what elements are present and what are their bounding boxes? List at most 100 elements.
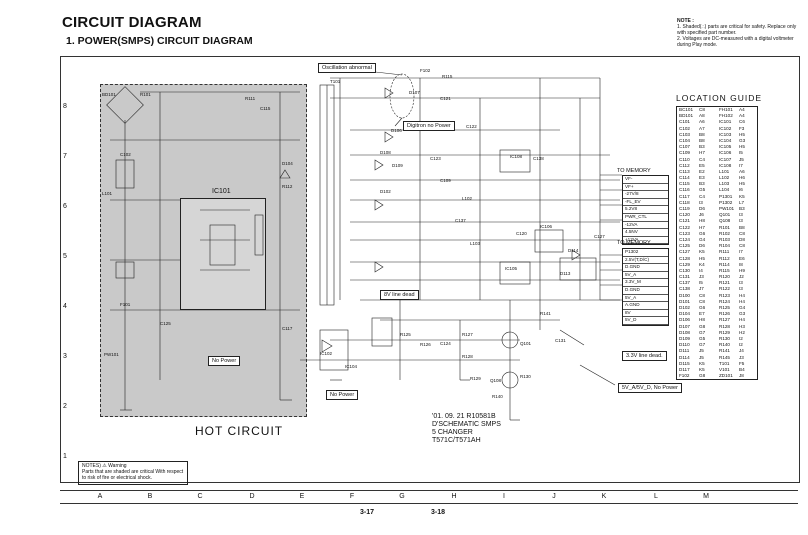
location-guide-cell: BC101: [679, 107, 694, 112]
location-guide-cell: C121: [679, 218, 690, 224]
location-guide-cell: C103: [679, 131, 690, 137]
location-guide-cell: D109: [679, 335, 690, 341]
location-guide-cell: C138: [679, 286, 690, 292]
location-guide-cell: D108: [679, 329, 690, 335]
location-guide-cell: I5: [739, 150, 743, 156]
location-guide-cell: R145: [719, 354, 730, 360]
connector-pin: PWR_CTL: [623, 214, 668, 222]
location-guide-cell: C109: [679, 150, 690, 156]
location-guide-cell: C131: [679, 274, 690, 280]
location-guide-cell: R128: [719, 323, 730, 329]
location-guide-cell: B8: [739, 224, 745, 230]
connector-pin: -FL_EV: [623, 199, 668, 207]
col-label: H: [451, 493, 457, 500]
row-label: 7: [63, 153, 67, 160]
location-guide-cell: I2: [739, 335, 743, 341]
component-label: C120: [516, 231, 527, 236]
component-label: IC105: [505, 266, 518, 271]
location-guide-cell: FH101: [719, 107, 733, 112]
location-guide-cell: C104: [679, 137, 690, 143]
location-guide-cell: H5: [739, 144, 745, 150]
location-guide-cell: B8: [699, 131, 705, 137]
location-guide-cell: J5: [739, 156, 744, 162]
connector-pin: VF+: [623, 184, 668, 192]
connector-pin: VF-: [623, 176, 668, 184]
location-guide-cell: I3: [739, 218, 743, 224]
location-guide-cell: C120: [679, 212, 690, 218]
location-guide-cell: D102: [679, 305, 690, 310]
page-number-left: 3-17: [360, 509, 375, 516]
component-label: C121: [440, 96, 451, 101]
location-guide-cell: H2: [739, 329, 745, 335]
location-guide-cell: D117: [679, 366, 690, 372]
location-guide-cell: E5: [699, 162, 705, 168]
location-guide-cell: H3: [739, 323, 745, 329]
location-guide-cell: K4: [699, 261, 705, 267]
location-guide-cell: R130: [719, 335, 730, 341]
location-guide-cell: R102: [719, 230, 730, 236]
location-guide-cell: I3: [699, 199, 703, 205]
hot-circuit-region: [100, 84, 307, 417]
component-label: C102: [120, 152, 131, 157]
component-label: PW101: [104, 352, 119, 357]
location-guide-cell: PW101: [719, 206, 735, 211]
callout-8v-line: 8V line dead: [380, 290, 419, 300]
location-guide-cell: H4: [739, 298, 745, 304]
callout-no-power: No Power: [208, 356, 241, 366]
location-guide-cell: E6: [739, 255, 745, 261]
page-number-right: 3-18: [430, 509, 445, 516]
location-guide-cell: C117: [679, 193, 690, 199]
location-guide-cell: V101: [719, 366, 730, 372]
note-heading: NOTE :: [677, 18, 694, 24]
location-guide-cell: R114: [719, 261, 730, 267]
component-label: C123: [430, 156, 441, 161]
row-label: 8: [63, 103, 67, 110]
component-label: L103: [470, 241, 481, 246]
component-label: D107: [409, 90, 420, 95]
callout-5v-line: 5V_A/5V_D, No Power: [618, 383, 682, 393]
location-guide-cell: B3: [699, 181, 705, 187]
revision-line: T571C/T571AH: [432, 437, 481, 444]
component-label: IC102: [320, 351, 333, 356]
note-line: 2. Voltages are DC-measured with a digit…: [677, 36, 794, 48]
location-guide-cell: L103: [719, 181, 730, 187]
location-guide-cell: I6: [739, 187, 743, 193]
location-guide-cell: G4: [739, 305, 746, 310]
ic101-block: [180, 198, 266, 310]
location-guide-cell: C112: [679, 162, 690, 168]
component-label: R126: [420, 342, 431, 347]
location-guide-cell: IC108: [719, 162, 732, 168]
row-label: 5: [63, 253, 67, 260]
location-guide-cell: G8: [699, 373, 706, 379]
location-guide-cell: Q101: [719, 212, 731, 218]
location-guide-cell: P1302: [719, 199, 733, 205]
page-title: CIRCUIT DIAGRAM: [62, 14, 202, 31]
location-guide-cell: E3: [699, 175, 705, 181]
component-label: R127: [462, 332, 473, 337]
component-label: R129: [470, 376, 481, 381]
connector-pin: A.GND: [623, 302, 668, 310]
revision-block: '01. 09. 21 R10581B D'SCHEMATIC SMPS 5 C…: [432, 413, 501, 445]
connector-pin: 5V_D: [623, 317, 668, 325]
component-label: C109: [440, 178, 451, 183]
col-label: K: [601, 493, 607, 500]
location-guide-cell: D6: [699, 206, 705, 211]
component-label: R115: [442, 74, 453, 79]
connector-pin: D.GND: [623, 287, 668, 295]
component-label: R128: [462, 354, 473, 359]
location-guide-cell: C8: [699, 292, 705, 298]
location-guide-cell: J2: [739, 274, 744, 280]
location-guide-cell: R127: [719, 317, 730, 323]
